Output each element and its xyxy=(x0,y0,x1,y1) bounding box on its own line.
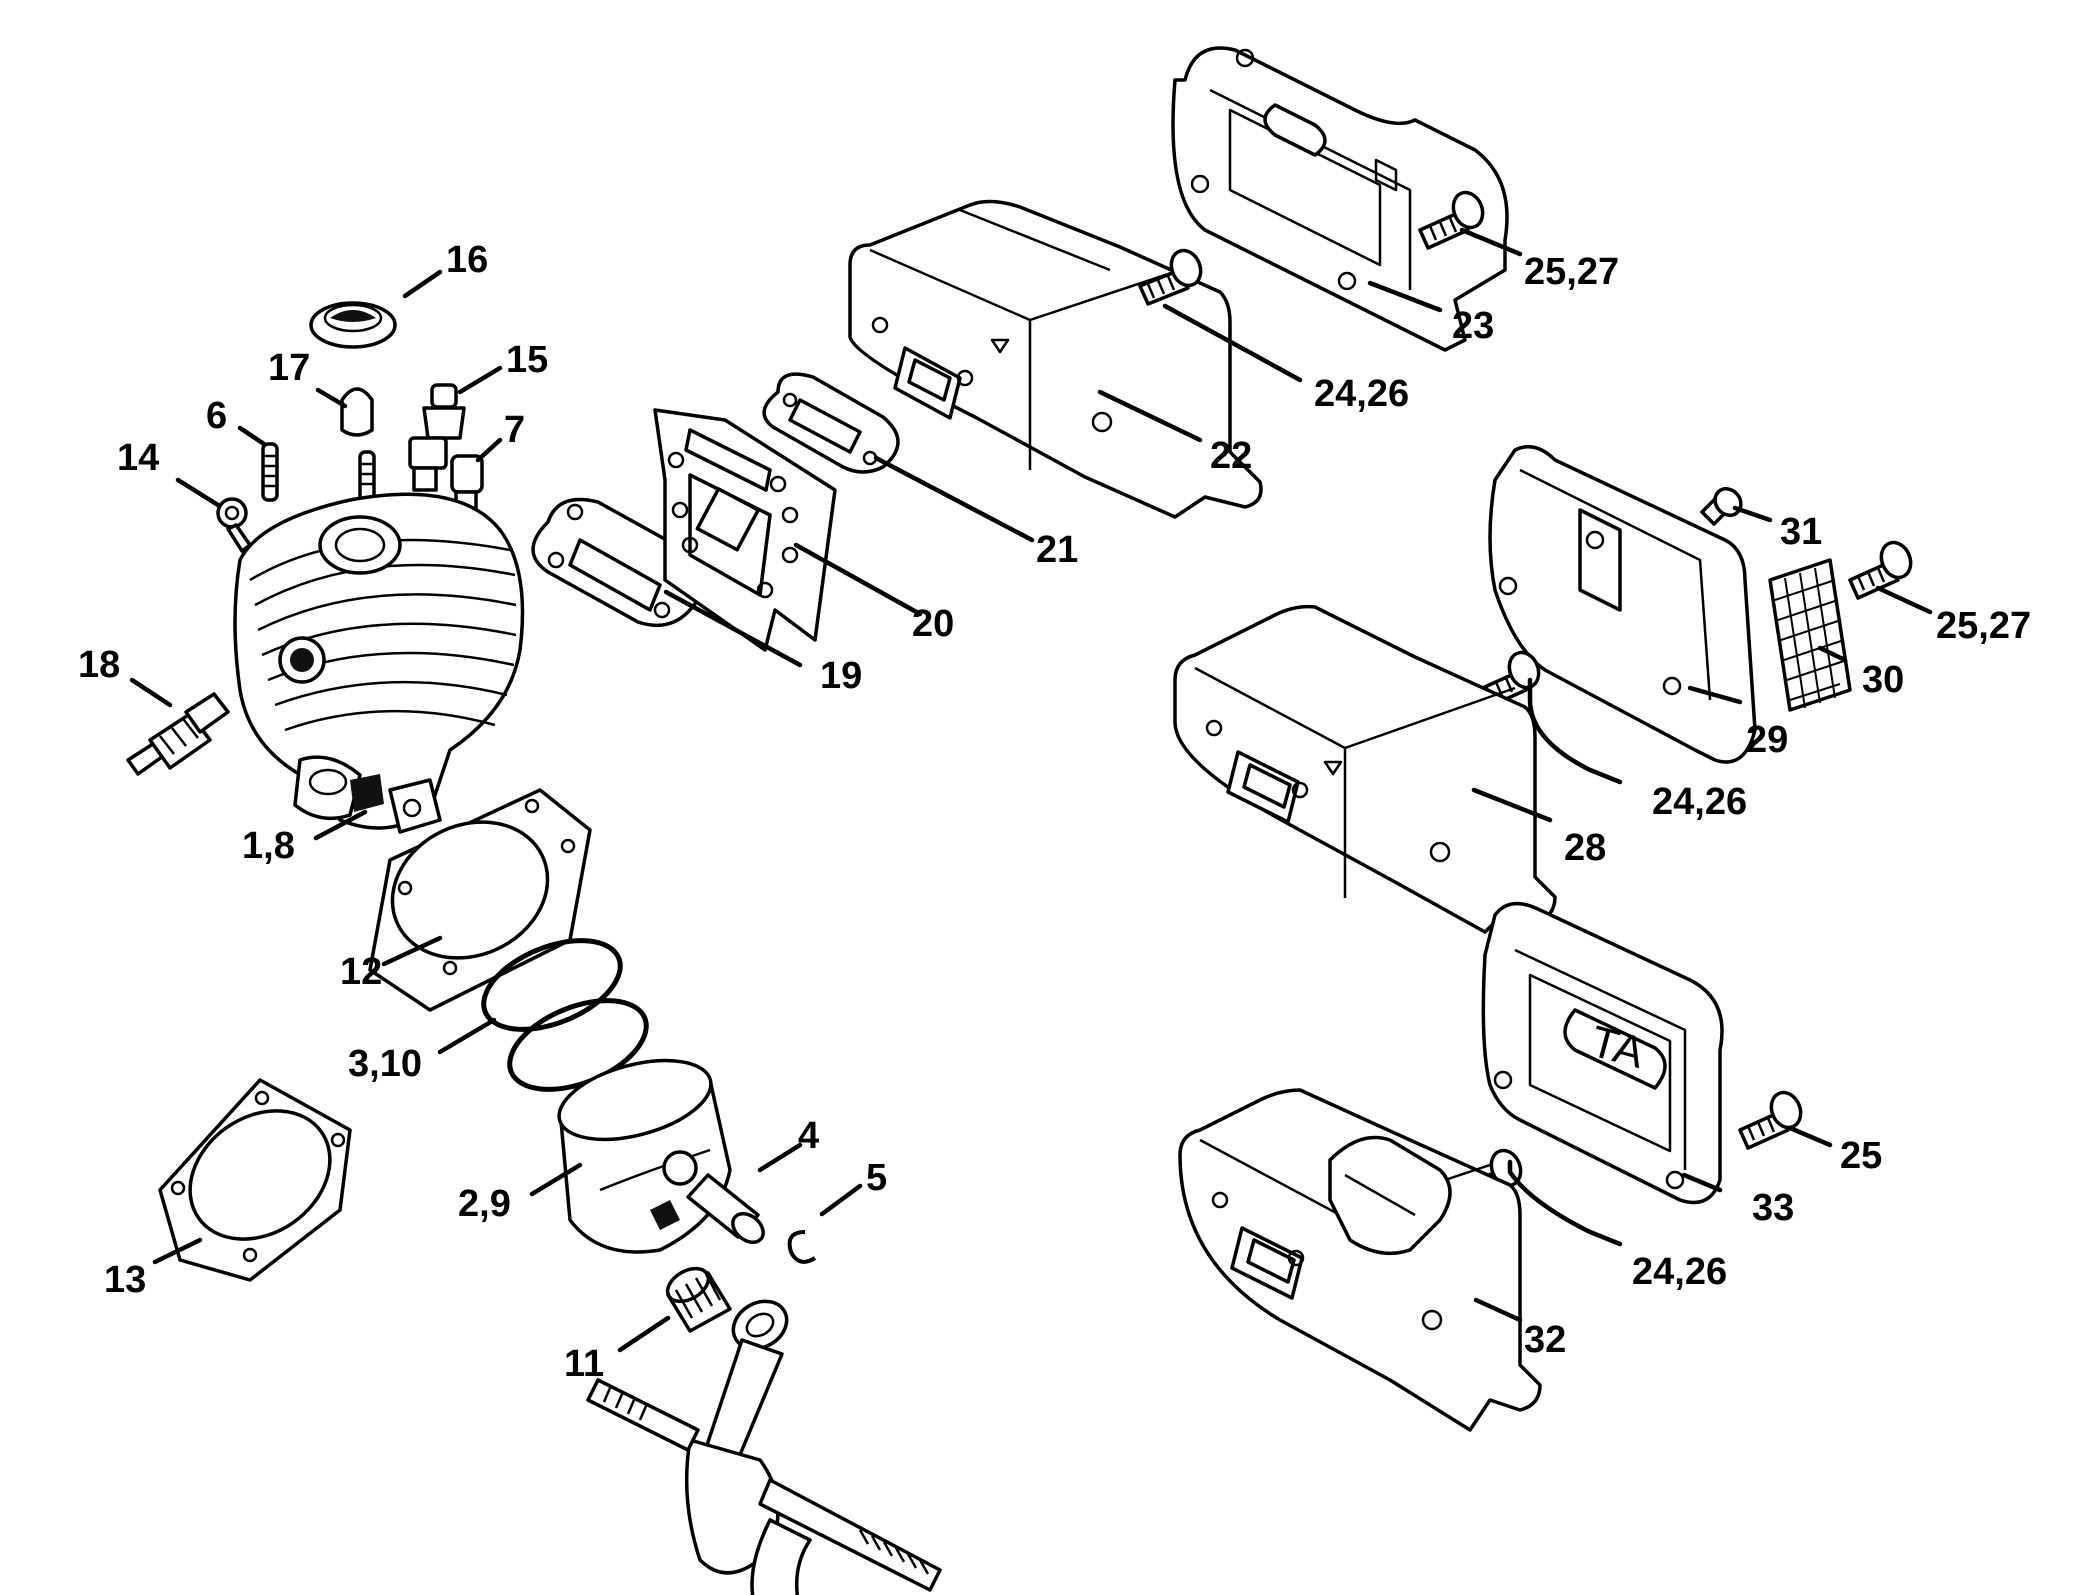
part-33-cover: TA xyxy=(1481,901,1724,1205)
part-6-stud-a xyxy=(261,442,279,502)
part-12-gasket xyxy=(368,788,592,1012)
label-18: 18 xyxy=(78,644,120,686)
label-23: 23 xyxy=(1452,305,1494,347)
part-25-27-screw-top xyxy=(1418,190,1485,250)
label-32: 32 xyxy=(1524,1319,1566,1361)
part-14-eye-screw xyxy=(216,497,252,553)
part-7-plug xyxy=(450,454,484,510)
part-21-gasket xyxy=(762,372,900,474)
label-25: 25 xyxy=(1840,1135,1882,1177)
label-6: 6 xyxy=(206,395,227,437)
label-7: 7 xyxy=(504,409,525,451)
part-23-cover xyxy=(1171,46,1509,352)
label-1-8: 1,8 xyxy=(242,825,295,867)
label-25-27-top: 25,27 xyxy=(1524,251,1619,293)
label-29: 29 xyxy=(1746,719,1788,761)
label-30: 30 xyxy=(1862,659,1904,701)
part-25-27-screw-mid xyxy=(1848,540,1913,600)
part-17-cap-nut xyxy=(340,387,374,437)
part-5-circlip xyxy=(787,1230,817,1264)
part-6-stud-b xyxy=(358,450,376,504)
label-33: 33 xyxy=(1752,1187,1794,1229)
label-14: 14 xyxy=(117,437,159,479)
part-19-gasket xyxy=(531,497,705,628)
label-31: 31 xyxy=(1780,511,1822,553)
part-15-valve xyxy=(408,383,466,492)
label-17: 17 xyxy=(268,347,310,389)
part-28-muffler xyxy=(1173,604,1557,934)
part-25-screw xyxy=(1738,1090,1803,1150)
part-2-9-piston xyxy=(557,1058,732,1254)
label-16: 16 xyxy=(446,239,488,281)
part-4-piston-pin xyxy=(686,1173,765,1245)
label-24-26-bottom: 24,26 xyxy=(1632,1251,1727,1293)
label-25-27-mid: 25,27 xyxy=(1936,605,2031,647)
part-1-8-cylinder xyxy=(233,492,525,834)
part-24-26-screw-top xyxy=(1138,248,1203,306)
label-15: 15 xyxy=(506,339,548,381)
label-20: 20 xyxy=(912,603,954,645)
part-16-cap xyxy=(309,301,397,349)
part-30-spark-screen xyxy=(1768,558,1852,712)
label-11: 11 xyxy=(564,1343,604,1385)
part-11-needle-bearing xyxy=(665,1266,732,1333)
label-22: 22 xyxy=(1210,435,1252,477)
label-13: 13 xyxy=(104,1259,146,1301)
leader-lines xyxy=(129,227,1933,1353)
label-24-26-top: 24,26 xyxy=(1314,373,1409,415)
label-24-26-mid: 24,26 xyxy=(1652,781,1747,823)
part-29-cover xyxy=(1488,444,1757,764)
label-28: 28 xyxy=(1564,827,1606,869)
part-18-spark-plug xyxy=(126,692,230,776)
label-21: 21 xyxy=(1036,529,1078,571)
part-31-screw xyxy=(1700,487,1743,526)
part-13-base-gasket xyxy=(158,1078,352,1282)
label-4: 4 xyxy=(798,1115,819,1157)
part-32-muffler xyxy=(1178,1088,1542,1432)
part-20-plate xyxy=(653,408,837,652)
label-12: 12 xyxy=(340,951,382,993)
label-5: 5 xyxy=(866,1157,887,1199)
label-19: 19 xyxy=(820,655,862,697)
label-3-10: 3,10 xyxy=(348,1043,422,1085)
label-2-9: 2,9 xyxy=(458,1183,511,1225)
part-22-muffler xyxy=(848,199,1263,519)
crankshaft xyxy=(586,1299,942,1595)
part-labels: 16 17 15 6 14 7 18 1,8 12 3,10 4 5 2,9 1… xyxy=(78,239,2031,1385)
